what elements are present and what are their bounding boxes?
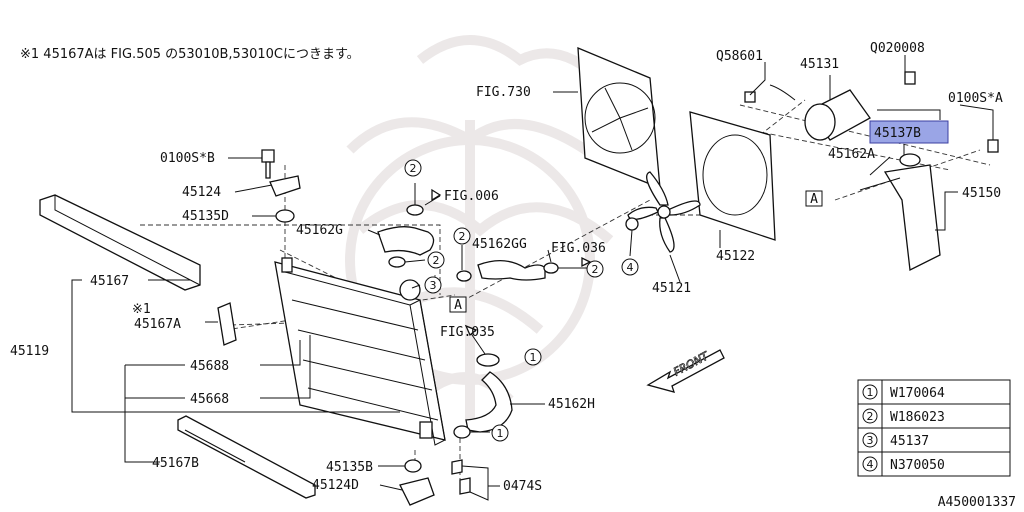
diagram-id: A450001337 [938,495,1016,510]
label-fig730: FIG.730 [476,85,531,100]
box-a-left-label: A [454,298,462,313]
label-fig006: FIG.006 [444,189,499,204]
label-mark1: ※1 [132,302,151,317]
hose-45162H [453,353,513,439]
highlight-45137B [869,120,949,144]
legend-table: 1 W170064 2 W186023 3 45137 4 N370050 [857,379,1011,477]
motor-45131 [744,71,999,153]
mount-upper [261,149,301,223]
label-45121: 45121 [652,281,691,296]
legend-row: 1 W170064 [862,384,945,401]
legend-code: W170064 [890,386,945,401]
legend-code: N370050 [890,458,945,473]
fig-ref-arrows [431,188,592,337]
legend-row: 4 N370050 [862,456,945,473]
legend-num: 4 [867,458,874,471]
label-0100s-a: 0100S*A [948,91,1003,106]
box-a-left [449,296,467,313]
label-45688: 45688 [190,359,229,374]
label-45122: 45122 [716,249,755,264]
seal-45167 [39,194,201,291]
label-45162h: 45162H [548,397,595,412]
label-45131: 45131 [800,57,839,72]
box-a-right [805,190,823,207]
legend-row: 2 W186023 [862,408,945,425]
legend-code: 45137 [890,434,929,449]
legend-row: 3 45137 [862,432,929,449]
fan-shroud-45122 [689,111,776,241]
legend-code: W186023 [890,410,945,425]
label-45162gg: 45162GG [472,237,527,252]
circle-ref-2c: 2 [433,254,440,267]
box-a-right-label: A [810,192,818,207]
circle-ref-1b: 1 [497,427,504,440]
reservoir-45150 [859,153,941,271]
label-45124: 45124 [182,185,221,200]
label-45167a: 45167A [134,317,181,332]
circle-ref-2b: 2 [459,230,466,243]
legend-num: 2 [867,410,874,423]
circle-ref-4: 4 [627,261,634,274]
label-45162g: 45162G [296,223,343,238]
legend-num: 1 [867,386,874,399]
bracket-45167A [217,302,237,346]
radiator-45119 [274,257,446,446]
label-fig036: FIG.036 [551,241,606,256]
fan-45121 [625,171,701,253]
circle-ref-2a: 2 [410,162,417,175]
label-0100s-b: 0100S*B [160,151,215,166]
label-45137b: 45137B [874,126,921,141]
footnote-text: ※1 45167Aは FIG.505 の53010B,53010Cにつきます。 [20,47,360,62]
circle-ref-3: 3 [430,279,437,292]
fan-shroud-fig730 [577,46,661,189]
ref-circles: 2 2 2 3 2 4 1 1 [404,159,639,442]
label-45150: 45150 [962,186,1001,201]
label-45167b: 45167B [152,456,199,471]
hose-45162GG [456,260,559,282]
label-fig035: FIG.035 [440,325,495,340]
front-arrow: FRONT [646,349,725,393]
circle-ref-2d: 2 [592,263,599,276]
mount-lower [399,459,471,506]
label-q58601: Q58601 [716,49,763,64]
label-0474s: 0474S [503,479,542,494]
label-45135b: 45135B [326,460,373,475]
watermark-emblem [345,35,614,420]
label-45135d: 45135D [182,209,229,224]
leader-lines [71,55,994,501]
label-45124d: 45124D [312,478,359,493]
label-q020008: Q020008 [870,41,925,56]
label-45167: 45167 [90,274,129,289]
label-45162a: 45162A [828,147,875,162]
label-45668: 45668 [190,392,229,407]
legend-num: 3 [867,434,874,447]
circle-ref-1a: 1 [530,351,537,364]
label-45119: 45119 [10,344,49,359]
seal-45167B [177,415,316,499]
